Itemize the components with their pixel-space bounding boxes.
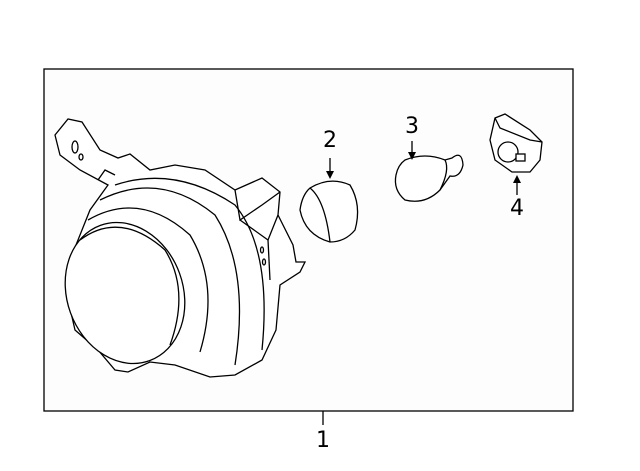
leader-4	[513, 175, 521, 195]
callout-3: 3	[405, 114, 419, 139]
bulb-cap	[299, 180, 359, 243]
callout-1: 1	[316, 428, 330, 453]
socket	[489, 113, 543, 173]
bulb	[394, 154, 464, 202]
leader-3	[408, 141, 416, 160]
callout-2: 2	[323, 128, 337, 153]
fog-lamp-assembly	[54, 118, 307, 378]
callout-4: 4	[510, 196, 524, 221]
leader-2	[326, 158, 334, 179]
